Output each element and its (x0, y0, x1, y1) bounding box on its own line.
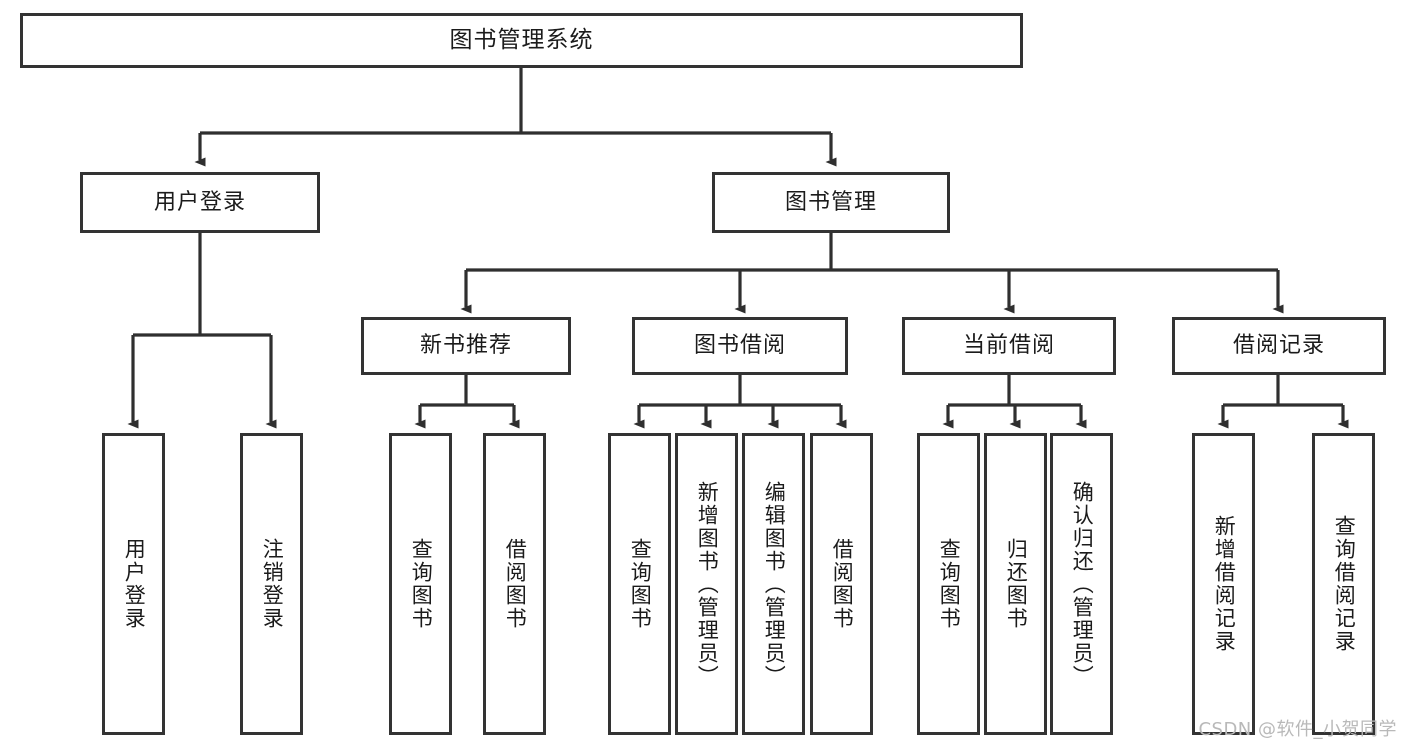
node-label: 新增借阅记录 (1212, 515, 1237, 653)
node-label: 编辑图书（管理员） (762, 480, 787, 688)
node-label: 当前借阅 (962, 333, 1055, 359)
node-book-borrow[interactable]: 图书借阅 (632, 317, 848, 375)
node-label: 注销登录 (260, 538, 285, 630)
leaf-borrow-add-book-admin[interactable]: 新增图书（管理员） (675, 433, 738, 735)
node-label: 图书借阅 (693, 333, 786, 359)
leaf-current-query-book[interactable]: 查询图书 (917, 433, 980, 735)
node-label: 借阅图书 (830, 538, 855, 630)
leaf-record-add-record[interactable]: 新增借阅记录 (1192, 433, 1255, 735)
node-label: 图书管理 (784, 189, 877, 215)
leaf-user-login-logout[interactable]: 注销登录 (240, 433, 303, 735)
node-label: 查询借阅记录 (1332, 515, 1357, 653)
node-borrow-record[interactable]: 借阅记录 (1172, 317, 1386, 375)
node-label: 新书推荐 (419, 333, 512, 359)
leaf-borrow-borrow-book[interactable]: 借阅图书 (810, 433, 873, 735)
leaf-recommend-borrow-book[interactable]: 借阅图书 (483, 433, 546, 735)
leaf-borrow-edit-book-admin[interactable]: 编辑图书（管理员） (742, 433, 805, 735)
leaf-current-return-book[interactable]: 归还图书 (984, 433, 1047, 735)
node-label: 用户登录 (153, 189, 246, 215)
leaf-user-login-login[interactable]: 用户登录 (102, 433, 165, 735)
node-label: 用户登录 (122, 538, 147, 630)
leaf-recommend-query-book[interactable]: 查询图书 (389, 433, 452, 735)
node-root-system[interactable]: 图书管理系统 (20, 13, 1023, 68)
node-label: 确认归还（管理员） (1070, 480, 1095, 688)
node-label: 借阅记录 (1232, 333, 1325, 359)
watermark: CSDN @软件_小贺同学 (1198, 719, 1397, 740)
node-label: 查询图书 (628, 538, 653, 630)
node-label: 归还图书 (1004, 538, 1029, 630)
leaf-current-confirm-return-admin[interactable]: 确认归还（管理员） (1050, 433, 1113, 735)
node-label: 新增图书（管理员） (695, 480, 720, 688)
node-label: 图书管理系统 (449, 26, 594, 53)
node-label: 查询图书 (937, 538, 962, 630)
node-new-book-recommend[interactable]: 新书推荐 (361, 317, 571, 375)
node-current-borrow[interactable]: 当前借阅 (902, 317, 1116, 375)
node-user-login[interactable]: 用户登录 (80, 172, 320, 233)
node-label: 借阅图书 (503, 538, 528, 630)
leaf-borrow-query-book[interactable]: 查询图书 (608, 433, 671, 735)
node-book-management[interactable]: 图书管理 (712, 172, 950, 233)
leaf-record-query-record[interactable]: 查询借阅记录 (1312, 433, 1375, 735)
node-label: 查询图书 (409, 538, 434, 630)
